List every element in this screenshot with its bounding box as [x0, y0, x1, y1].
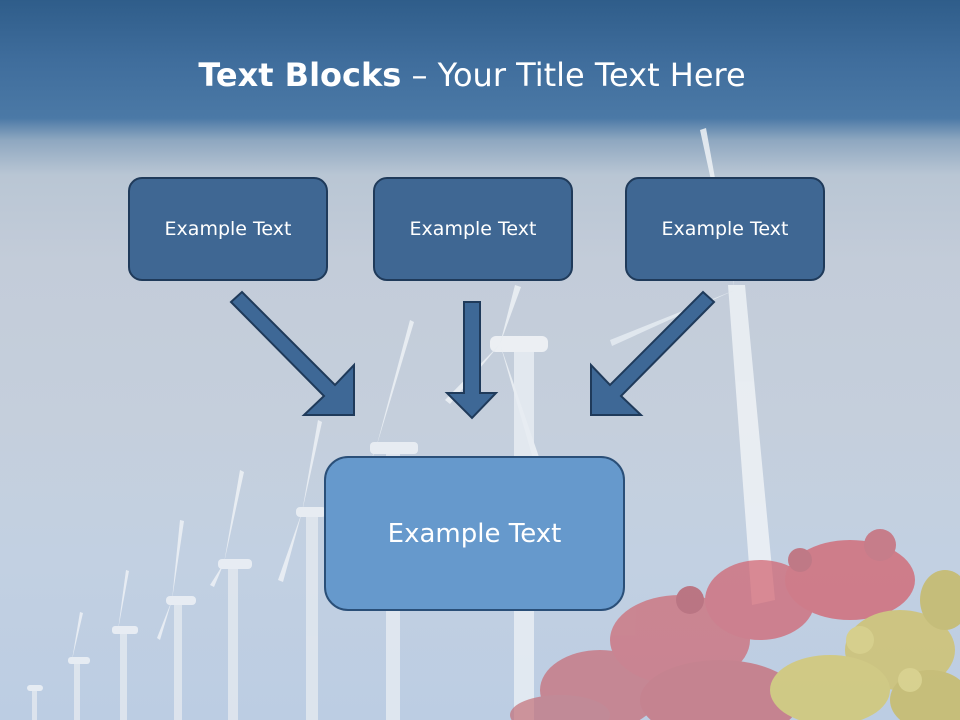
page-title: Text Blocks – Your Title Text Here [0, 52, 944, 98]
title-bold: Text Blocks [198, 56, 402, 94]
flower-icon [510, 529, 960, 720]
text-block-3[interactable]: Example Text [625, 177, 825, 281]
text-block-main[interactable]: Example Text [324, 456, 625, 611]
wind-turbine-icon [278, 420, 326, 720]
title-rest: – Your Title Text Here [401, 56, 746, 94]
text-block-1[interactable]: Example Text [128, 177, 328, 281]
wind-turbine-icon [210, 470, 252, 720]
wind-turbine-icon [27, 685, 43, 720]
wind-turbine-icon [112, 570, 138, 720]
wind-turbine-icon [157, 520, 196, 720]
text-block-2[interactable]: Example Text [373, 177, 573, 281]
wind-turbine-icon [68, 612, 90, 720]
